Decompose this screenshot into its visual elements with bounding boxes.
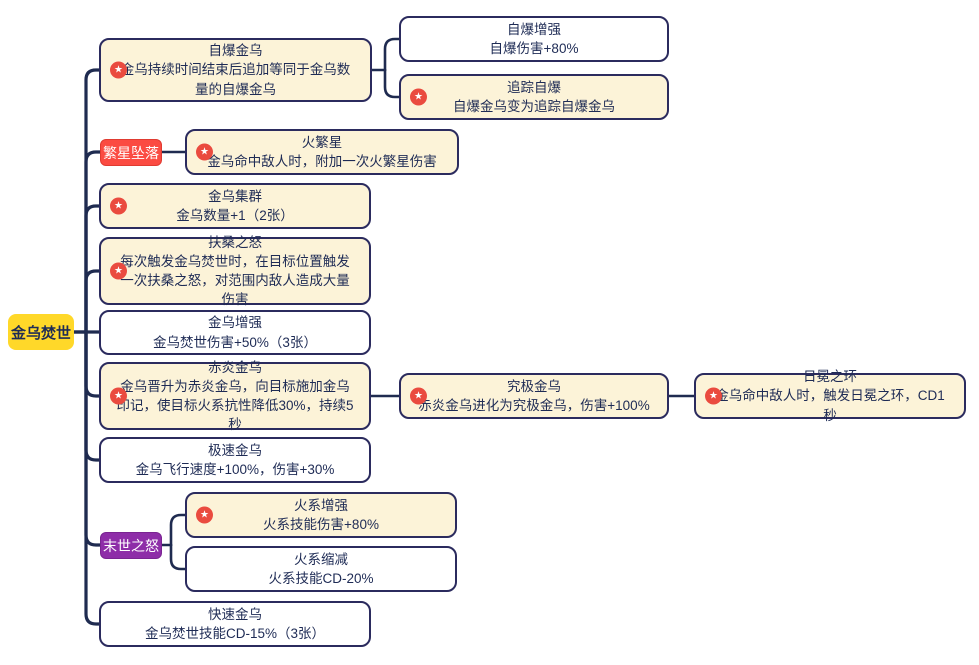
node-body: 火系技能CD-20% xyxy=(268,571,374,586)
skill-node-huoxi-zengqiang[interactable]: ★ 火系增强 火系技能伤害+80% xyxy=(185,492,457,538)
connector-moshi-suojian xyxy=(169,543,187,571)
skill-node-jinwu-jiqun[interactable]: ★ 金乌集群 金乌数量+1（2张） xyxy=(99,183,371,229)
node-title: 自爆金乌 xyxy=(208,43,263,59)
node-title: 日冕之环 xyxy=(803,369,857,385)
connector-root-zibao xyxy=(72,68,101,334)
star-badge-icon: ★ xyxy=(196,143,213,161)
connector-zibao-zengqiang xyxy=(383,37,401,72)
node-title: 火系增强 xyxy=(294,497,348,513)
group-node-moshi-zhinu[interactable]: 末世之怒 xyxy=(100,532,162,559)
node-body: 金乌飞行速度+100%，伤害+30% xyxy=(135,462,335,477)
node-title: 火系缩减 xyxy=(294,551,348,567)
connector-root-fanxing xyxy=(84,150,102,334)
skill-node-kuaisu-jinwu[interactable]: 快速金乌 金乌焚世技能CD-15%（3张） xyxy=(99,601,371,647)
connector-root-jiqun xyxy=(84,204,101,334)
group-node-fanxing-zhuiluo[interactable]: 繁星坠落 xyxy=(100,139,162,166)
node-body: 金乌焚世伤害+50%（3张） xyxy=(153,334,317,350)
star-badge-icon: ★ xyxy=(110,197,127,215)
skill-node-huoxi-suojian[interactable]: 火系缩减 火系技能CD-20% xyxy=(185,546,457,592)
node-title: 金乌增强 xyxy=(208,315,262,331)
skill-node-jinwu-zengqiang[interactable]: 金乌增强 金乌焚世伤害+50%（3张） xyxy=(99,310,371,355)
skill-node-fusang-zhinu[interactable]: ★ 扶桑之怒 每次触发金乌焚世时，在目标位置触发一次扶桑之怒，对范围内敌人造成大… xyxy=(99,235,371,307)
node-body: 金乌晋升为赤炎金乌，向目标施加金乌印记，使目标火系抗性降低30%，持续5秒 xyxy=(116,378,354,433)
skill-node-zhuizong-zibao[interactable]: ★ 追踪自爆 自爆金乌变为追踪自爆金乌 xyxy=(399,74,669,120)
node-body: 自爆伤害+80% xyxy=(489,41,579,56)
node-body: 金乌数量+1（2张） xyxy=(176,208,294,223)
star-badge-icon: ★ xyxy=(196,506,213,524)
node-title: 究极金乌 xyxy=(507,378,561,394)
connector-root-moshi xyxy=(84,330,102,547)
skill-node-huo-fanxing[interactable]: ★ 火繁星 金乌命中敌人时，附加一次火繁星伤害 xyxy=(185,129,459,175)
node-body: 火系技能伤害+80% xyxy=(263,517,379,532)
connector-root-fusang xyxy=(84,269,101,334)
node-title: 扶桑之怒 xyxy=(208,234,262,250)
node-body: 每次触发金乌焚世时，在目标位置触发一次扶桑之怒，对范围内敌人造成大量伤害 xyxy=(120,253,350,308)
connector-moshi-zengqiang xyxy=(169,513,187,547)
node-body: 金乌命中敌人时，触发日冕之环，CD1秒 xyxy=(715,388,945,423)
node-body: 自爆金乌变为追踪自爆金乌 xyxy=(453,99,615,114)
skill-node-chiyan-jinwu[interactable]: ★ 赤炎金乌 金乌晋升为赤炎金乌，向目标施加金乌印记，使目标火系抗性降低30%，… xyxy=(99,360,371,432)
star-badge-icon: ★ xyxy=(410,88,427,106)
node-title: 追踪自爆 xyxy=(507,79,561,95)
node-title: 赤炎金乌 xyxy=(208,359,262,375)
skill-node-zibao-jinwu[interactable]: ★ 自爆金乌 金乌持续时间结束后追加等同于金乌数量的自爆金乌 xyxy=(99,38,372,102)
node-body: 金乌焚世技能CD-15%（3张） xyxy=(144,626,326,641)
root-node-jinwu-fenshi[interactable]: 金乌焚世 xyxy=(8,314,74,350)
node-title: 快速金乌 xyxy=(208,606,262,622)
connector-zibao-zhuizong xyxy=(383,68,401,99)
node-title: 极速金乌 xyxy=(208,442,262,458)
connector-root-chiyan xyxy=(84,330,101,398)
star-badge-icon: ★ xyxy=(110,262,127,280)
connector-root-kuaisu xyxy=(84,330,101,626)
skill-node-jisu-jinwu[interactable]: 极速金乌 金乌飞行速度+100%，伤害+30% xyxy=(99,437,371,483)
node-title: 火繁星 xyxy=(301,134,343,150)
node-title: 金乌集群 xyxy=(208,188,262,204)
node-body: 金乌命中敌人时，附加一次火繁星伤害 xyxy=(207,154,437,169)
star-badge-icon: ★ xyxy=(110,61,127,79)
skill-node-jiuji-jinwu[interactable]: ★ 究极金乌 赤炎金乌进化为究极金乌，伤害+100% xyxy=(399,373,669,419)
node-body: 金乌持续时间结束后追加等同于金乌数量的自爆金乌 xyxy=(120,62,351,97)
star-badge-icon: ★ xyxy=(410,387,427,405)
skill-node-zibao-zengqiang[interactable]: 自爆增强 自爆伤害+80% xyxy=(399,16,669,62)
skill-node-rimian-zhihuan[interactable]: ★ 日冕之环 金乌命中敌人时，触发日冕之环，CD1秒 xyxy=(694,369,966,423)
star-badge-icon: ★ xyxy=(110,387,127,405)
node-title: 自爆增强 xyxy=(507,21,561,37)
star-badge-icon: ★ xyxy=(705,387,722,405)
node-body: 赤炎金乌进化为究极金乌，伤害+100% xyxy=(418,398,650,413)
